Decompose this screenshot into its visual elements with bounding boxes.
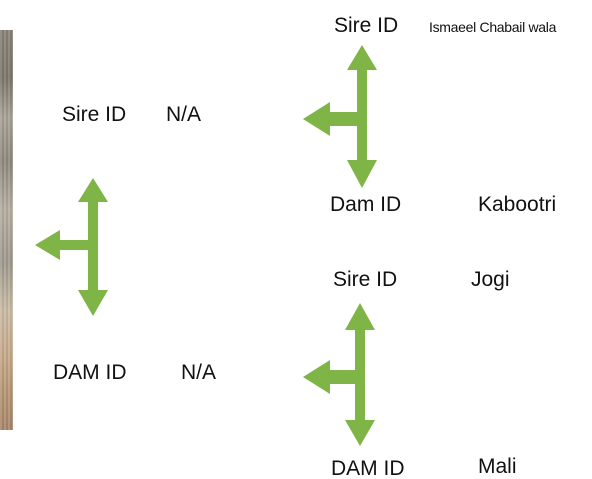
sire-dam-id-label: Dam ID [330,193,402,216]
dam-dam-id-label: DAM ID [331,457,405,479]
tee-arrow-icon [35,178,108,316]
sire-id-value: N/A [166,103,202,126]
dam-sire-id-label: Sire ID [333,268,398,291]
sire-id-label: Sire ID [62,103,127,126]
tee-arrow-icon [303,303,375,446]
sire-sire-id-label: Sire ID [334,14,399,37]
dam-id-label: DAM ID [53,361,127,384]
dam-sire-value: Jogi [471,268,510,291]
tee-arrow-icon [303,45,377,188]
dam-dam-value: Mali [478,455,517,478]
sire-dam-value: Kabootri [478,193,557,216]
sire-sire-value: Ismaeel Chabail wala [429,19,557,35]
dam-id-value: N/A [181,361,217,384]
animal-photo-partial [0,30,13,430]
